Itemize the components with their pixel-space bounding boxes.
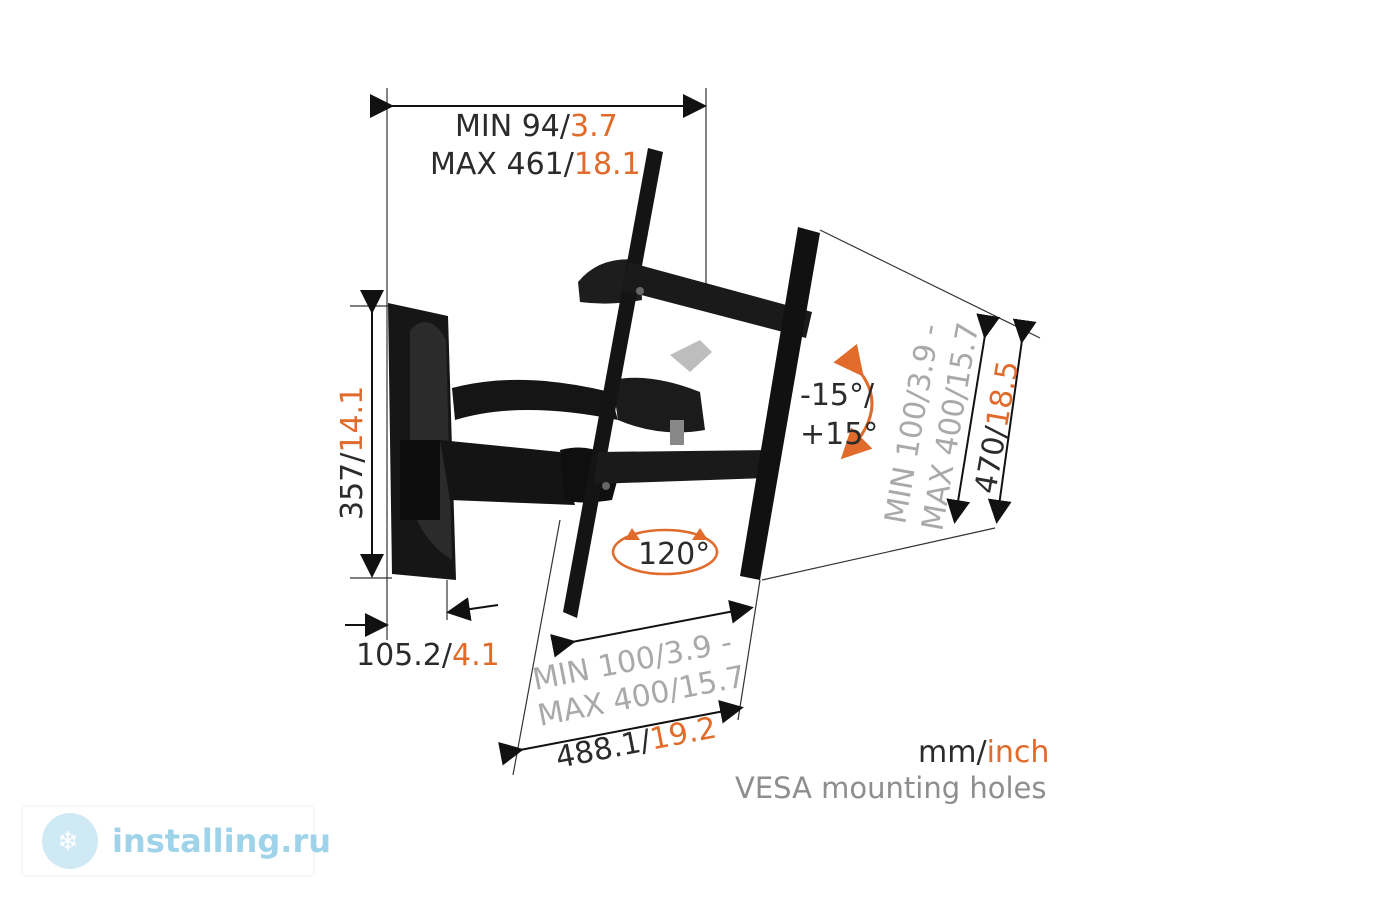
tilt-bottom-text: +15° xyxy=(800,417,878,452)
tilt-indicator: -15°/ +15° xyxy=(800,343,878,460)
swivel-indicator: 120° xyxy=(611,528,719,576)
plate-height-text: 470/18.5 xyxy=(968,358,1026,496)
vertical-rail-right xyxy=(740,227,820,580)
bottom-dimensions: MIN 100/3.9 - MAX 400/15.7 488.1/19.2 xyxy=(498,519,761,776)
tilt-top-text: -15°/ xyxy=(800,378,875,413)
width-min-text: MIN 94/3.7 xyxy=(455,109,618,144)
depth-text: 105.2/4.1 xyxy=(356,638,500,673)
units-legend: mm/inch VESA mounting holes xyxy=(735,735,1049,805)
snowflake-logo-icon xyxy=(42,813,98,869)
watermark: ❄ installing.ru xyxy=(21,805,331,877)
units-text: mm/inch xyxy=(918,735,1049,770)
vesa-note-text: VESA mounting holes xyxy=(735,771,1046,805)
height-text: 357/14.1 xyxy=(335,386,370,520)
swivel-text: 120° xyxy=(638,537,710,572)
depth-dimension: 105.2/4.1 xyxy=(345,580,500,673)
width-max-text: MAX 461/18.1 xyxy=(430,147,641,182)
height-dimension: 357/14.1 xyxy=(335,290,392,579)
horizontal-bars xyxy=(594,262,812,490)
wall-plate xyxy=(388,303,456,580)
watermark-text: installing.ru xyxy=(112,822,331,860)
top-width-dimension: MIN 94/3.7 MAX 461/18.1 xyxy=(370,88,707,580)
svg-text:❄: ❄ xyxy=(57,827,79,857)
